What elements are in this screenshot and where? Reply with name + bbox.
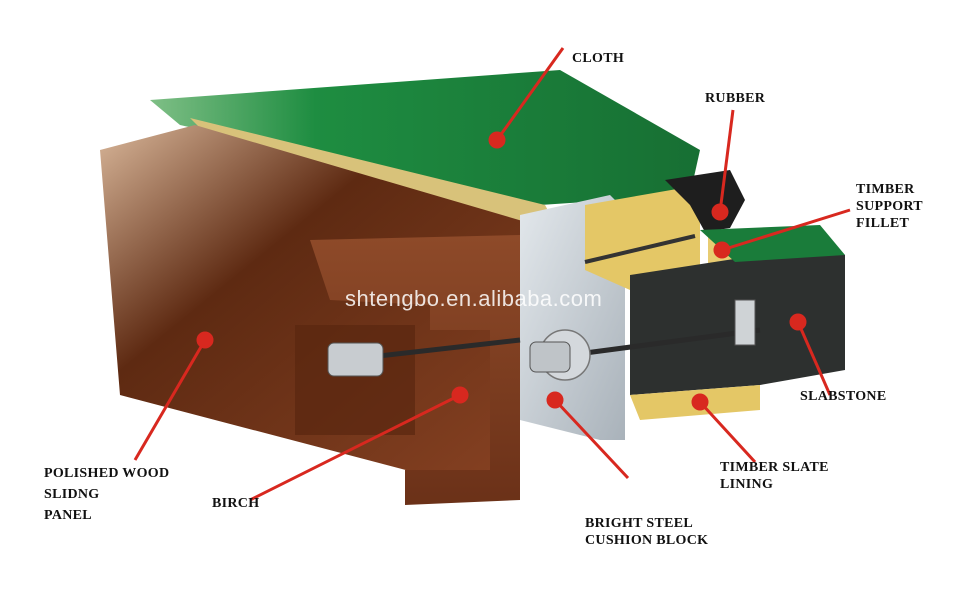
cloth-surface — [150, 70, 700, 205]
slate-cloth — [700, 225, 845, 262]
bolt-shaft-1 — [369, 337, 521, 360]
label-timber-slate-lining: TIMBER SLATE LINING — [720, 460, 829, 492]
watermark-text: shtengbo.en.alibaba.com — [345, 286, 603, 311]
screw-1 — [584, 234, 696, 264]
label-rubber: RUBBER — [705, 91, 766, 106]
nut-slate — [734, 299, 756, 346]
wood-profile — [310, 235, 520, 505]
timber-block — [585, 185, 700, 290]
wood-slot — [295, 325, 415, 435]
bolt-head-1 — [327, 342, 384, 377]
label-bright-steel-cushion-block: BRIGHT STEEL CUSHION BLOCK — [585, 516, 709, 548]
label-birch: BIRCH — [212, 496, 260, 511]
wood-body — [100, 125, 560, 500]
fade-left — [0, 0, 180, 605]
label-cloth: CLOTH — [572, 51, 625, 66]
label-timber-support-fillet: TIMBER SUPPORT FILLET — [856, 182, 923, 231]
bolt-head-2 — [529, 341, 571, 373]
brass-strip — [190, 118, 560, 232]
fade-bottom — [0, 540, 967, 605]
bolt-shaft-2 — [569, 327, 761, 358]
label-polished-wood-sliding-panel: POLISHED WOOD SLIDNG PANEL — [44, 466, 170, 523]
label-slabstone: SLABSTONE — [800, 389, 887, 404]
leader-lines — [133, 47, 851, 502]
